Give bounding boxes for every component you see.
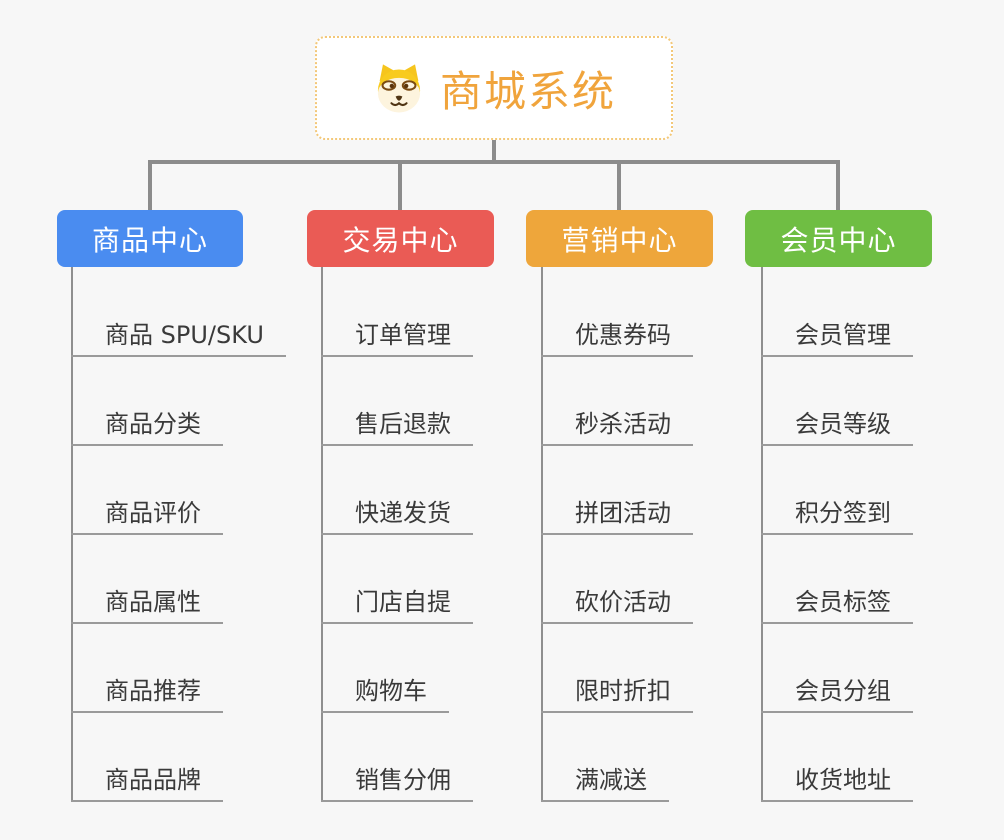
- leaf-item[interactable]: 砍价活动: [541, 582, 693, 624]
- root-node[interactable]: 商城系统: [315, 36, 673, 140]
- connector-drop-members: [836, 163, 840, 210]
- connector-root-stub: [492, 140, 496, 163]
- branch-node-trade[interactable]: 交易中心: [307, 210, 494, 267]
- branch-node-products[interactable]: 商品中心: [57, 210, 243, 267]
- leaf-item[interactable]: 商品分类: [71, 404, 223, 446]
- connector-drop-products: [148, 163, 152, 210]
- leaf-item[interactable]: 积分签到: [761, 493, 913, 535]
- leaf-item[interactable]: 门店自提: [321, 582, 473, 624]
- leaf-item[interactable]: 商品品牌: [71, 760, 223, 802]
- leaf-item[interactable]: 售后退款: [321, 404, 473, 446]
- leaf-item[interactable]: 优惠券码: [541, 315, 693, 357]
- leaf-item[interactable]: 快递发货: [321, 493, 473, 535]
- leaf-item[interactable]: 会员管理: [761, 315, 913, 357]
- connector-horizontal: [148, 160, 840, 164]
- leaf-item[interactable]: 会员标签: [761, 582, 913, 624]
- leaf-item[interactable]: 拼团活动: [541, 493, 693, 535]
- leaf-item[interactable]: 会员分组: [761, 671, 913, 713]
- leaf-item[interactable]: 会员等级: [761, 404, 913, 446]
- leaf-item[interactable]: 订单管理: [321, 315, 473, 357]
- leaf-item[interactable]: 销售分佣: [321, 760, 473, 802]
- branch-node-members[interactable]: 会员中心: [745, 210, 932, 267]
- dog-face-icon: [377, 64, 421, 113]
- connector-drop-trade: [398, 163, 402, 210]
- leaf-item[interactable]: 秒杀活动: [541, 404, 693, 446]
- leaf-item[interactable]: 商品评价: [71, 493, 223, 535]
- branch-node-marketing[interactable]: 营销中心: [526, 210, 713, 267]
- leaf-item[interactable]: 商品推荐: [71, 671, 223, 713]
- root-title: 商城系统: [439, 66, 616, 116]
- leaf-item[interactable]: 限时折扣: [541, 671, 693, 713]
- connector-drop-marketing: [617, 163, 621, 210]
- leaf-item[interactable]: 收货地址: [761, 760, 913, 802]
- leaf-item[interactable]: 满减送: [541, 760, 669, 802]
- leaf-item[interactable]: 商品属性: [71, 582, 223, 624]
- leaf-item[interactable]: 购物车: [321, 671, 449, 713]
- leaf-item[interactable]: 商品 SPU/SKU: [71, 315, 286, 357]
